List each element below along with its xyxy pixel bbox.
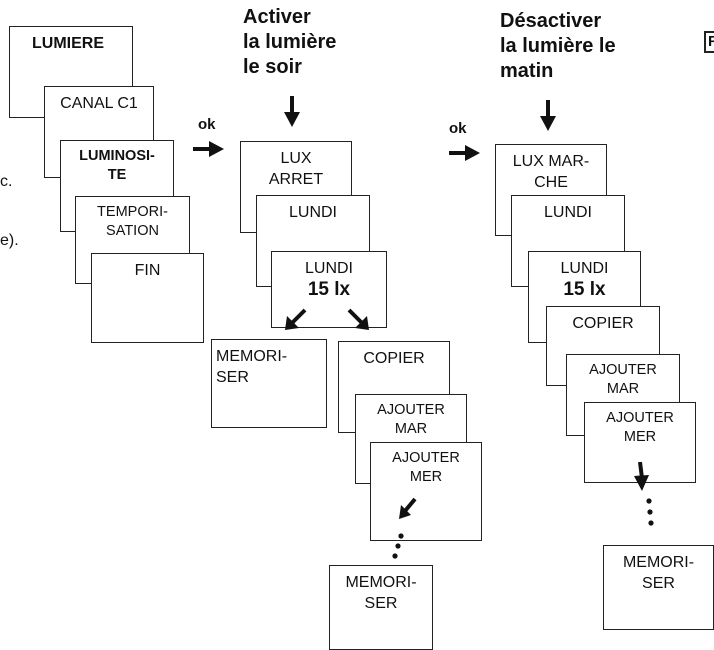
box-memorise-end-morning: MEMORI- SER — [603, 545, 714, 630]
menu-label-canal: CANAL C1 — [60, 95, 138, 112]
label-memorise-end-evening-1: MEMORI- — [345, 574, 417, 591]
label-add-wed-evening-2: MER — [409, 469, 443, 485]
fragment-text-2: e). — [0, 232, 19, 249]
down-left-arrow-icon — [399, 497, 417, 519]
label-value-morning: 15 lx — [563, 279, 606, 300]
label-day-morning: LUNDI — [543, 204, 592, 221]
label-add-tue-morning-2: MAR — [606, 381, 640, 397]
fragment-text-1: c. — [0, 173, 13, 190]
label-add-tue-evening-2: MAR — [394, 421, 428, 437]
corner-label: F — [704, 31, 714, 53]
label-memorise-evening-1: MEMORI- — [216, 348, 288, 365]
label-lux-off-1: LUX — [280, 150, 312, 167]
label-memorise-end-morning-2: SER — [642, 575, 675, 592]
box-memorise-evening: MEMORI- SER — [211, 339, 327, 428]
menu-label-luminosite-2: TE — [107, 167, 127, 183]
ellipsis-icon — [646, 498, 654, 526]
right-arrow-icon — [193, 141, 224, 157]
label-day-evening-2: LUNDI — [304, 260, 353, 277]
label-add-wed-evening-1: AJOUTER — [392, 450, 460, 466]
menu-label-temporisation-2: SATION — [106, 223, 159, 239]
menu-label-fin: FIN — [134, 262, 161, 279]
right-arrow-icon — [449, 145, 480, 161]
label-lux-off-2: ARRET — [268, 171, 324, 188]
heading-evening-3: le soir — [243, 56, 302, 78]
label-memorise-evening-2: SER — [216, 369, 249, 386]
label-add-tue-evening-1: AJOUTER — [377, 402, 445, 418]
down-right-arrow-icon — [347, 308, 369, 330]
down-arrow-icon — [634, 462, 649, 491]
heading-evening-2: la lumière — [243, 31, 337, 53]
ellipsis-icon — [392, 533, 404, 559]
menu-label-temporisation-1: TEMPORI- — [97, 204, 168, 220]
label-memorise-end-morning-1: MEMORI- — [622, 554, 695, 571]
label-add-wed-morning-1: AJOUTER — [606, 410, 674, 426]
menu-label-luminosite-1: LUMINOSI- — [79, 148, 155, 164]
down-arrow-icon — [284, 96, 300, 127]
box-add-wed-evening: AJOUTER MER — [370, 442, 482, 541]
label-lux-on-1: LUX MAR- — [512, 153, 590, 170]
down-arrow-icon — [540, 100, 556, 131]
box-memorise-end-evening: MEMORI- SER — [329, 565, 433, 650]
label-memorise-end-evening-2: SER — [364, 595, 398, 612]
label-add-tue-morning-1: AJOUTER — [589, 362, 657, 378]
down-left-arrow-icon — [285, 308, 307, 330]
ok-label-morning: ok — [449, 120, 467, 137]
box-day-value-evening: LUNDI 15 lx — [271, 251, 387, 328]
heading-morning-3: matin — [500, 60, 554, 82]
label-copy-morning: COPIER — [572, 315, 634, 332]
heading-evening-1: Activer — [243, 6, 311, 28]
heading-morning-1: Désactiver — [500, 10, 602, 32]
label-add-wed-morning-2: MER — [623, 429, 657, 445]
menu-box-fin: FIN — [91, 253, 204, 343]
ok-label-evening: ok — [198, 116, 216, 133]
label-copy-evening: COPIER — [363, 350, 425, 367]
heading-morning-2: la lumière le — [500, 35, 616, 57]
label-value-evening: 15 lx — [307, 279, 351, 300]
label-day-evening: LUNDI — [288, 204, 337, 221]
label-lux-on-2: CHE — [534, 174, 568, 191]
menu-label-lumiere: LUMIERE — [32, 35, 104, 52]
label-day-morning-2: LUNDI — [560, 260, 609, 277]
